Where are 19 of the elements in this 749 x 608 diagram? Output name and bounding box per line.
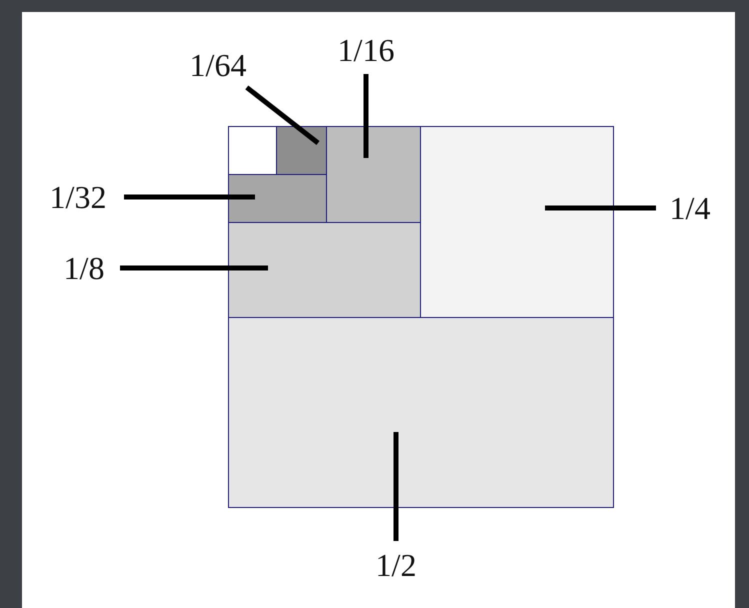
fraction-label: 1/2 xyxy=(366,545,426,585)
square-region xyxy=(228,222,421,318)
fraction-label: 1/8 xyxy=(52,248,116,288)
fraction-label: 1/4 xyxy=(660,188,720,228)
leader-line xyxy=(364,74,368,158)
leader-line xyxy=(245,85,320,145)
leader-line xyxy=(394,432,398,541)
fraction-label: 1/32 xyxy=(36,177,120,217)
leader-line xyxy=(545,206,656,210)
square-region xyxy=(326,126,421,223)
square-region xyxy=(228,317,614,508)
fraction-label: 1/64 xyxy=(178,45,258,85)
leader-line xyxy=(124,194,255,200)
square-region xyxy=(276,126,327,175)
square-region xyxy=(420,126,614,318)
square-region xyxy=(228,126,277,175)
leader-line xyxy=(120,266,268,270)
fraction-label: 1/16 xyxy=(326,30,406,70)
square-region xyxy=(228,174,327,223)
